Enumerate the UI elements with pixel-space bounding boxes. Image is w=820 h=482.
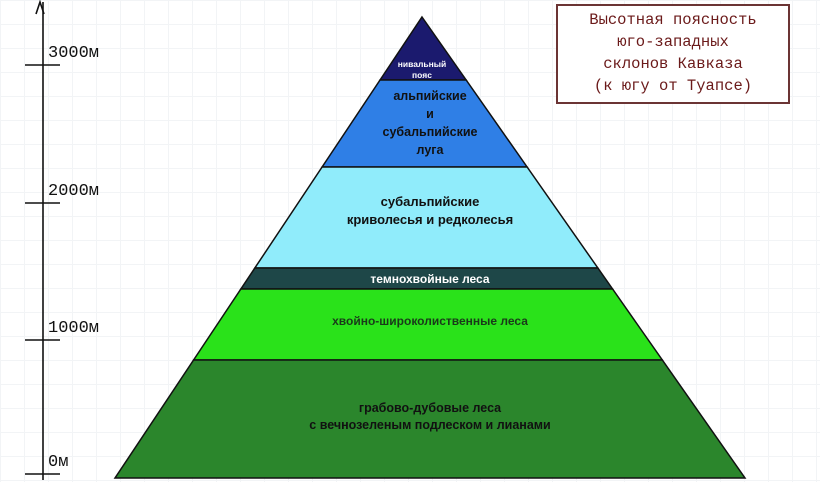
diagram-title: Высотная поясность юго-западных склонов …	[556, 4, 790, 104]
zone-label: субальпийские	[383, 125, 478, 139]
zone-label: грабово-дубовые леса	[359, 401, 502, 415]
pyramid	[113, 15, 747, 479]
zone-label: с вечнозеленым подлеском и лианами	[309, 418, 550, 432]
altitude-axis: 0м 1000м 2000м 3000м	[25, 0, 99, 480]
zone-label: субальпийские	[381, 194, 480, 209]
axis-arrow-icon	[35, 0, 45, 15]
zone-label: и	[426, 107, 434, 121]
zone-label: пояс	[412, 70, 432, 80]
axis-tick-label: 3000м	[48, 44, 99, 63]
zone-label: темнохвойные леса	[370, 272, 489, 286]
zone-label: луга	[417, 143, 445, 157]
axis-tick-label: 1000м	[48, 319, 99, 338]
axis-tick-label: 0м	[48, 453, 68, 472]
title-line: Высотная поясность	[589, 11, 757, 29]
zone-label: хвойно-широколиственные леса	[332, 314, 528, 328]
zone-label: криволесья и редколесья	[347, 212, 513, 227]
title-line: склонов Кавказа	[603, 55, 743, 73]
zone-label: альпийские	[393, 89, 466, 103]
axis-tick-label: 2000м	[48, 182, 99, 201]
title-line: юго-западных	[617, 33, 729, 51]
zone-label: нивальный	[398, 59, 446, 69]
zone-oak-hornbeam	[113, 359, 747, 479]
title-line: (к югу от Туапсе)	[593, 77, 753, 95]
